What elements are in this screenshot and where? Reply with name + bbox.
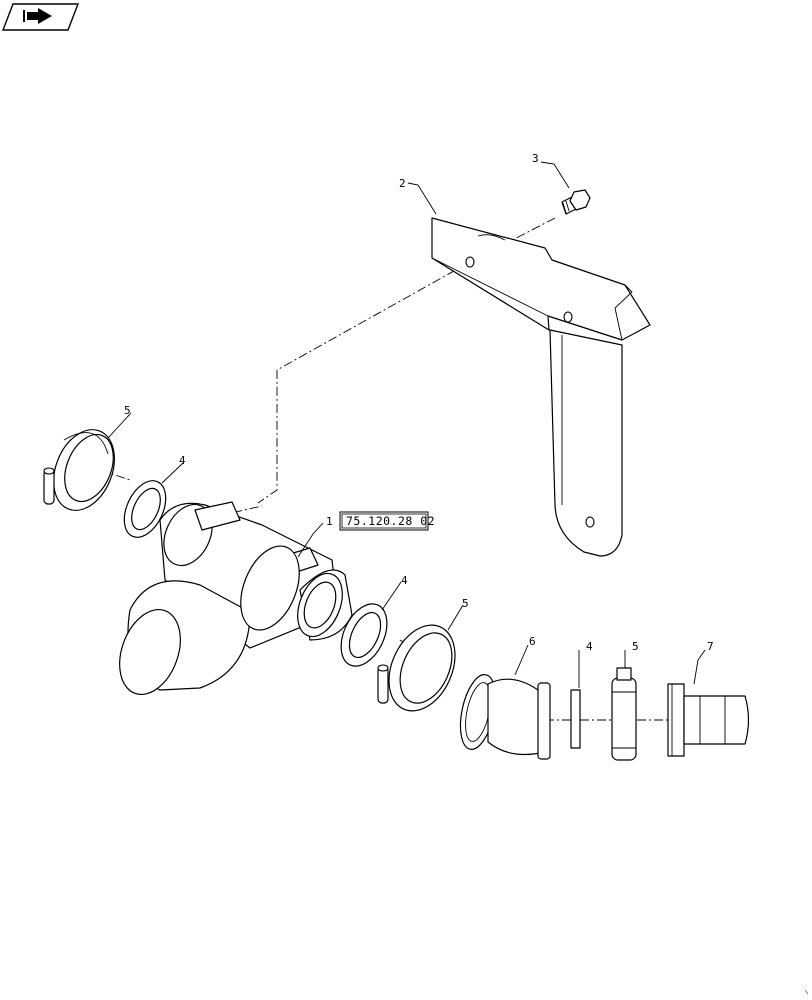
clamp-part-5-right bbox=[611, 667, 637, 761]
callout-2: 2 bbox=[399, 177, 406, 190]
callout-5-left: 5 bbox=[124, 404, 131, 417]
bracket-part-2 bbox=[431, 217, 651, 557]
clamp-part-5-middle bbox=[377, 624, 456, 712]
hose-barb-part-7 bbox=[667, 683, 750, 757]
callout-3: 3 bbox=[532, 152, 539, 165]
callout-4-right: 4 bbox=[586, 640, 593, 653]
o-ring-part-4-left bbox=[123, 480, 167, 538]
next-page-arrow-icon bbox=[23, 8, 52, 24]
callout-1: 1 bbox=[326, 515, 333, 528]
callout-7: 7 bbox=[707, 640, 714, 653]
gasket-part-4-right bbox=[570, 689, 581, 749]
corner-mark bbox=[804, 989, 809, 995]
callout-4-middle: 4 bbox=[401, 574, 408, 587]
callout-4-left: 4 bbox=[179, 454, 186, 467]
housing-part-1 bbox=[119, 501, 353, 696]
cross-reference-text[interactable]: 75.120.28 02 bbox=[346, 514, 435, 528]
bolt-part-3 bbox=[561, 189, 591, 215]
clamp-part-5-left bbox=[43, 429, 115, 511]
callout-5-middle: 5 bbox=[462, 597, 469, 610]
o-ring-part-4-middle bbox=[340, 603, 388, 667]
cross-reference-link[interactable]: 75.120.28 02 bbox=[339, 511, 435, 531]
elbow-part-6 bbox=[459, 674, 551, 760]
callout-5-right: 5 bbox=[632, 640, 639, 653]
next-page-button[interactable] bbox=[1, 3, 80, 31]
callout-labels: 3 2 5 4 1 4 5 6 4 5 7 bbox=[124, 152, 714, 653]
callout-6: 6 bbox=[529, 635, 536, 648]
callout-leaders bbox=[107, 161, 706, 688]
